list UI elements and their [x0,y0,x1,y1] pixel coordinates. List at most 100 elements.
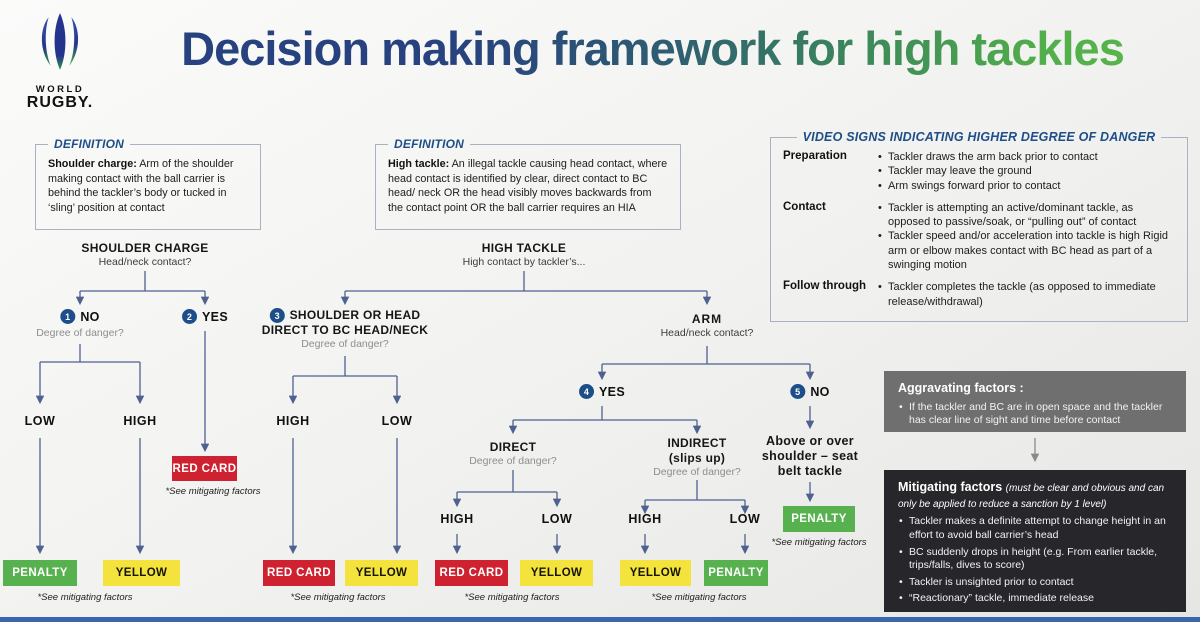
node-subtitle: Degree of danger? [36,327,124,339]
bullet: Tackler is attempting an active/dominant… [878,201,1175,230]
see-mitigating-note: *See mitigating factors [37,592,133,603]
mitigating-factors-box: Mitigating factors (must be clear and ob… [884,470,1186,612]
number-badge-3: 3 [269,308,285,323]
level-label-high: HIGH [628,512,662,526]
level-label-high: HIGH [123,414,157,428]
definition-legend: DEFINITION [54,137,124,151]
level-label-low: LOW [729,512,761,526]
node-subtitle: Degree of danger? [301,338,389,350]
bullet: Arm swings forward prior to contact [878,179,1175,194]
node-label: NO [810,384,830,399]
see-mitigating-note: *See mitigating factors [165,486,261,497]
flow-node-4-yes: 4 YES [579,384,625,399]
outcome-box-yellow: YELLOW [345,560,418,586]
world-rugby-logo: WORLD RUGBY. [12,6,108,111]
level-label-low: LOW [381,414,413,428]
node-subtitle: Head/neck contact? [660,327,754,339]
mitigating-bullets: Tackler makes a definite attempt to chan… [898,515,1172,606]
node-title: DIRECT [489,440,537,454]
node-title-line2: DIRECT TO BC HEAD/NECK [261,323,429,337]
page-title: Decision making framework for high tackl… [110,18,1195,80]
aggravating-factors-box: Aggravating factors : If the tackler and… [884,371,1186,432]
flow-node-1-no: 1 NO [60,309,99,324]
flow-node-high-tackle: HIGH TACKLE High contact by tackler’s... [463,241,586,269]
level-label-high: HIGH [276,414,310,428]
outcome-box-penalty: PENALTY [704,560,768,586]
node-title: HIGH TACKLE [481,241,567,255]
see-mitigating-note: *See mitigating factors [651,592,747,603]
video-signs-legend: VIDEO SIGNS INDICATING HIGHER DEGREE OF … [802,130,1156,144]
aggravating-bullets: If the tackler and BC are in open space … [898,401,1172,428]
node-title-line1: Above or over [766,434,854,448]
node-subtitle: Degree of danger? [469,455,557,467]
node-subtitle: Degree of danger? [653,466,741,478]
bullet: BC suddenly drops in height (e.g. From e… [898,546,1172,573]
bullet: Tackler is unsighted prior to contact [898,576,1172,590]
aggravating-title: Aggravating factors : [898,381,1024,395]
definition-text: Shoulder charge: Arm of the shoulder mak… [48,157,248,215]
definition-text: High tackle: An illegal tackle causing h… [388,157,668,215]
rugby-ball-logo-icon [41,13,79,70]
bullet: Tackler speed and/or acceleration into t… [878,229,1175,272]
node-row: 3 SHOULDER OR HEAD [262,308,428,323]
node-label: YES [599,384,625,399]
bullet: If the tackler and BC are in open space … [898,401,1172,428]
outcome-box-yellow: YELLOW [520,560,593,586]
flow-node-seatbelt-tackle: Above or over shoulder – seat belt tackl… [762,434,858,479]
node-subtitle: Head/neck contact? [98,256,192,268]
see-mitigating-note: *See mitigating factors [464,592,560,603]
row-bullets: Tackler is attempting an active/dominant… [878,201,1175,272]
row-label: Contact [783,200,826,213]
node-subtitle: High contact by tackler’s... [462,256,586,268]
outcome-box-yellow: YELLOW [620,560,691,586]
mitigating-title-note: (must be clear and obvious and can only … [898,483,1165,510]
number-badge-5: 5 [790,384,806,399]
node-title: INDIRECT [667,436,727,450]
definition-box-shoulder-charge: DEFINITION Shoulder charge: Arm of the s… [35,137,261,230]
bullet: Tackler completes the tackle (as opposed… [878,280,1175,309]
bullet: Tackler makes a definite attempt to chan… [898,515,1172,542]
number-badge-4: 4 [579,384,595,399]
outcome-box-yellow: YELLOW [103,560,180,586]
node-title: ARM [691,312,723,326]
number-badge-1: 1 [60,309,76,324]
flow-node-direct: DIRECT Degree of danger? [469,440,557,468]
node-title: SHOULDER CHARGE [81,241,209,255]
outcome-box-red-card: RED CARD [172,456,237,481]
outcome-box-red-card: RED CARD [263,560,335,586]
definition-term: High tackle: [388,158,450,170]
video-signs-row-contact: Contact Tackler is attempting an active/… [783,201,1175,272]
node-title-line1: SHOULDER OR HEAD [289,308,421,322]
row-bullets: Tackler completes the tackle (as opposed… [878,280,1175,309]
flow-node-shoulder-charge: SHOULDER CHARGE Head/neck contact? [81,241,208,269]
node-label: YES [202,309,228,324]
level-label-low: LOW [24,414,56,428]
video-signs-box: VIDEO SIGNS INDICATING HIGHER DEGREE OF … [770,130,1188,322]
bullet: “Reactionary” tackle, immediate release [898,592,1172,606]
bullet: Tackler draws the arm back prior to cont… [878,150,1175,165]
outcome-box-penalty: PENALTY [3,560,77,586]
see-mitigating-note: *See mitigating factors [290,592,386,603]
mitigating-title: Mitigating factors (must be clear and ob… [898,480,1172,511]
definition-body: An illegal tackle causing head contact, … [388,158,668,214]
bottom-accent-bar [0,617,1200,622]
flow-node-5-no: 5 NO [790,384,829,399]
logo-word-rugby: RUGBY. [26,94,94,111]
outcome-box-red-card: RED CARD [435,560,508,586]
definition-term: Shoulder charge: [48,158,137,170]
outcome-box-penalty: PENALTY [783,506,855,532]
flow-node-2-yes: 2 YES [182,309,228,324]
video-signs-row-preparation: Preparation Tackler draws the arm back p… [783,150,1175,193]
row-label: Follow through [783,280,867,293]
see-mitigating-note: *See mitigating factors [771,537,867,548]
row-bullets: Tackler draws the arm back prior to cont… [878,150,1175,193]
flow-node-indirect: INDIRECT (slips up) Degree of danger? [653,436,741,479]
definition-box-high-tackle: DEFINITION High tackle: An illegal tackl… [375,137,681,230]
node-label: NO [80,309,100,324]
flow-node-arm: ARM Head/neck contact? [661,312,754,340]
bullet: Tackler may leave the ground [878,164,1175,179]
level-label-high: HIGH [440,512,474,526]
definition-body: Arm of the shoulder making contact with … [48,158,234,214]
mitigating-title-text: Mitigating factors [898,480,1006,494]
